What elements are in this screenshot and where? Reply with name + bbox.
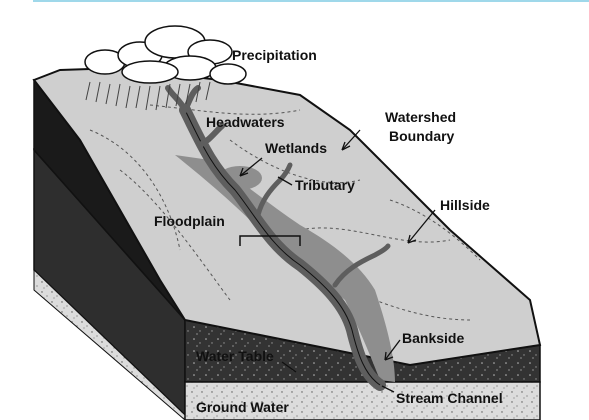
rain-streaks [85,81,211,111]
label-wetlands: Wetlands [265,140,327,156]
label-headwaters: Headwaters [206,114,285,130]
label-watershed-boundary-1: Watershed [385,109,456,125]
front-groundwater [184,381,541,420]
label-stream-channel: Stream Channel [396,390,503,406]
tributary-stream [255,162,293,218]
floodplain-bracket [239,235,301,246]
subwatershed-dashes [89,104,481,321]
label-tributary: Tributary [295,177,355,193]
label-watershed-boundary-2: Boundary [389,128,455,144]
top-divider [33,0,589,2]
left-groundwater-side [33,268,186,420]
leader-arrows [239,129,436,393]
label-floodplain: Floodplain [154,213,225,229]
rain-cloud [84,25,247,85]
label-bankside: Bankside [402,330,464,346]
label-precipitation: Precipitation [232,47,317,63]
label-hillside: Hillside [440,197,490,213]
label-ground-water: Ground Water [196,399,289,415]
east-branch [332,243,391,288]
label-water-table: Water Table [196,348,274,364]
